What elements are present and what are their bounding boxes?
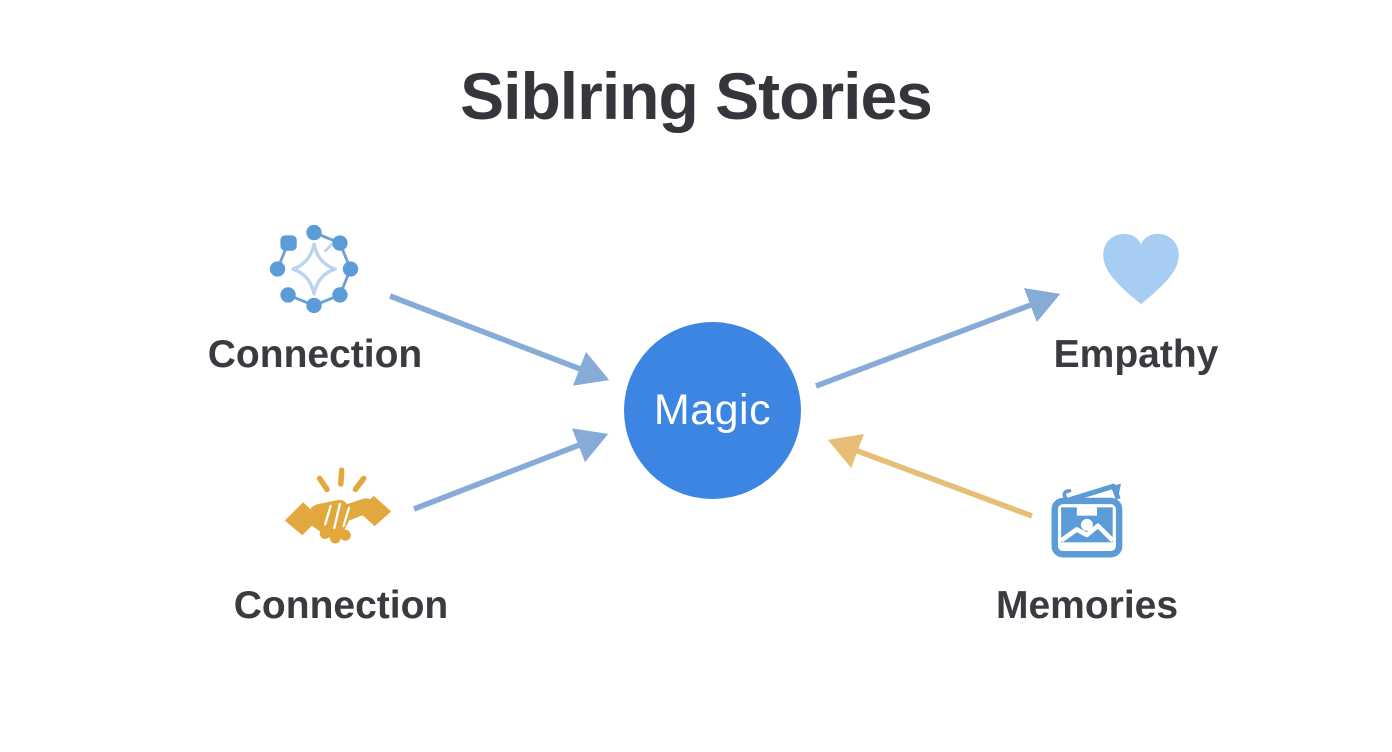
handshake-icon <box>284 467 392 544</box>
magic-label: Magic <box>653 386 772 434</box>
network-sparkle-icon <box>269 224 359 314</box>
node-label-memories: Memories <box>995 584 1179 627</box>
node-label-connection-bottom: Connection <box>233 584 449 627</box>
heart-icon <box>1103 233 1179 305</box>
photo-frame-icon <box>1051 483 1123 558</box>
magic-center-node: Magic <box>624 322 801 499</box>
page-title: Siblring Stories <box>460 59 933 133</box>
arrow-connection-top-to-magic <box>389 293 610 386</box>
arrow-magic-to-empathy <box>815 288 1061 389</box>
node-label-connection-top: Connection <box>207 333 423 376</box>
node-label-empathy: Empathy <box>1053 333 1219 376</box>
arrow-connection-bottom-to-magic <box>413 428 609 512</box>
arrow-memories-to-magic <box>827 434 1033 519</box>
